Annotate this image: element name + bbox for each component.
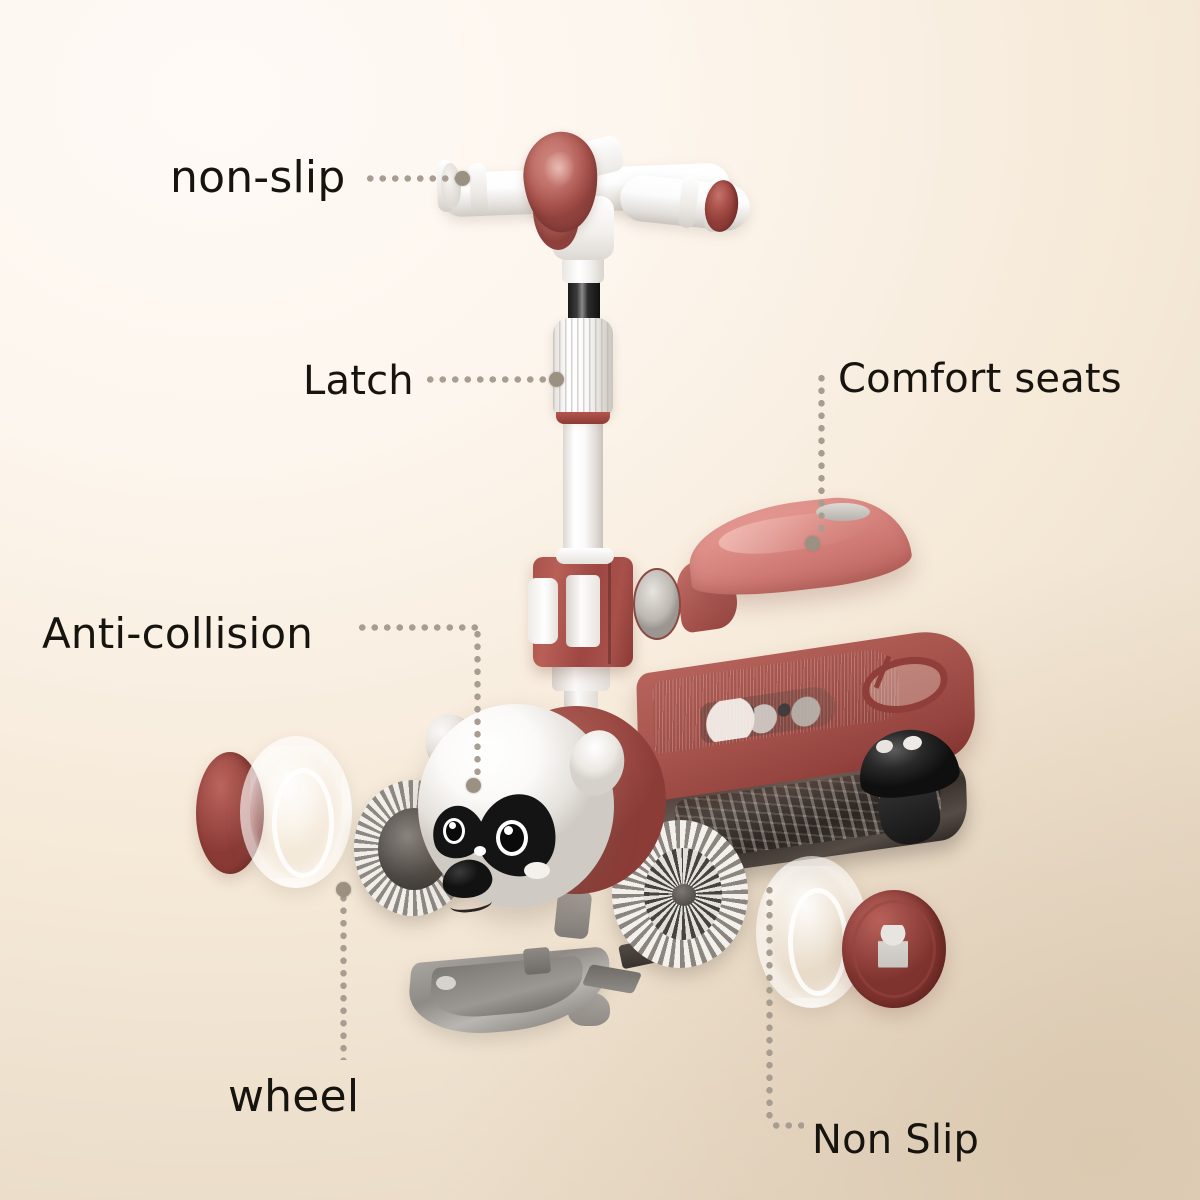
latch-collar bbox=[553, 318, 613, 418]
bottom-cover-hole bbox=[436, 976, 456, 990]
leader-line-wheel bbox=[340, 892, 347, 1060]
front-tire-inner-ring bbox=[272, 768, 334, 878]
label-comfort-seats: Comfort seats bbox=[838, 356, 1122, 402]
stem-lower-tube bbox=[563, 420, 603, 560]
panda-eye-left bbox=[443, 818, 465, 844]
clamp-seam bbox=[608, 560, 611, 664]
clamp-white-left bbox=[528, 578, 558, 644]
clamp-top-collar bbox=[556, 548, 614, 564]
stem-black-segment bbox=[568, 275, 600, 325]
latch-red-ring bbox=[556, 412, 610, 424]
label-latch: Latch bbox=[303, 358, 414, 404]
rear-cap-ring bbox=[852, 900, 936, 998]
leader-endpoint-anti-collision bbox=[466, 778, 481, 793]
label-wheel: wheel bbox=[228, 1071, 360, 1122]
leader-line-non-slip bbox=[364, 175, 462, 182]
label-non-slip-2: Non Slip bbox=[812, 1117, 980, 1163]
rear-tire-inner-ring bbox=[788, 888, 848, 996]
panda-eye-right bbox=[496, 820, 528, 856]
grip-ridge bbox=[468, 162, 489, 216]
clamp-white-center bbox=[566, 575, 600, 647]
leader-line-anti-collision-h bbox=[356, 624, 480, 631]
leader-endpoint-latch bbox=[549, 372, 564, 387]
panda-cheek-dot bbox=[474, 846, 486, 856]
center-plate-highlight bbox=[542, 152, 580, 198]
leader-endpoint-comfort-seats bbox=[805, 536, 820, 551]
label-non-slip: non-slip bbox=[170, 152, 346, 203]
panda-eye-glint-left bbox=[449, 822, 456, 829]
leader-line-comfort-seats bbox=[818, 372, 825, 536]
rear-cap-panda-badge bbox=[878, 925, 908, 971]
leader-line-non-slip-2-h bbox=[770, 1122, 804, 1129]
leader-line-anti-collision-v bbox=[474, 628, 481, 780]
seat-mount-disc bbox=[816, 503, 870, 521]
panda-cheek-dot bbox=[524, 862, 550, 879]
clamp-side-disc bbox=[633, 568, 681, 640]
leader-line-latch bbox=[424, 376, 550, 383]
leader-endpoint-non-slip bbox=[455, 171, 470, 186]
label-anti-collision: Anti-collision bbox=[42, 609, 314, 658]
rear-wheel-axle-cap bbox=[672, 884, 696, 906]
leader-line-non-slip-2 bbox=[766, 884, 773, 1124]
leader-endpoint-wheel bbox=[336, 882, 351, 897]
panda-eye-glint-right bbox=[504, 826, 513, 835]
bottom-cover-tab bbox=[522, 946, 552, 976]
